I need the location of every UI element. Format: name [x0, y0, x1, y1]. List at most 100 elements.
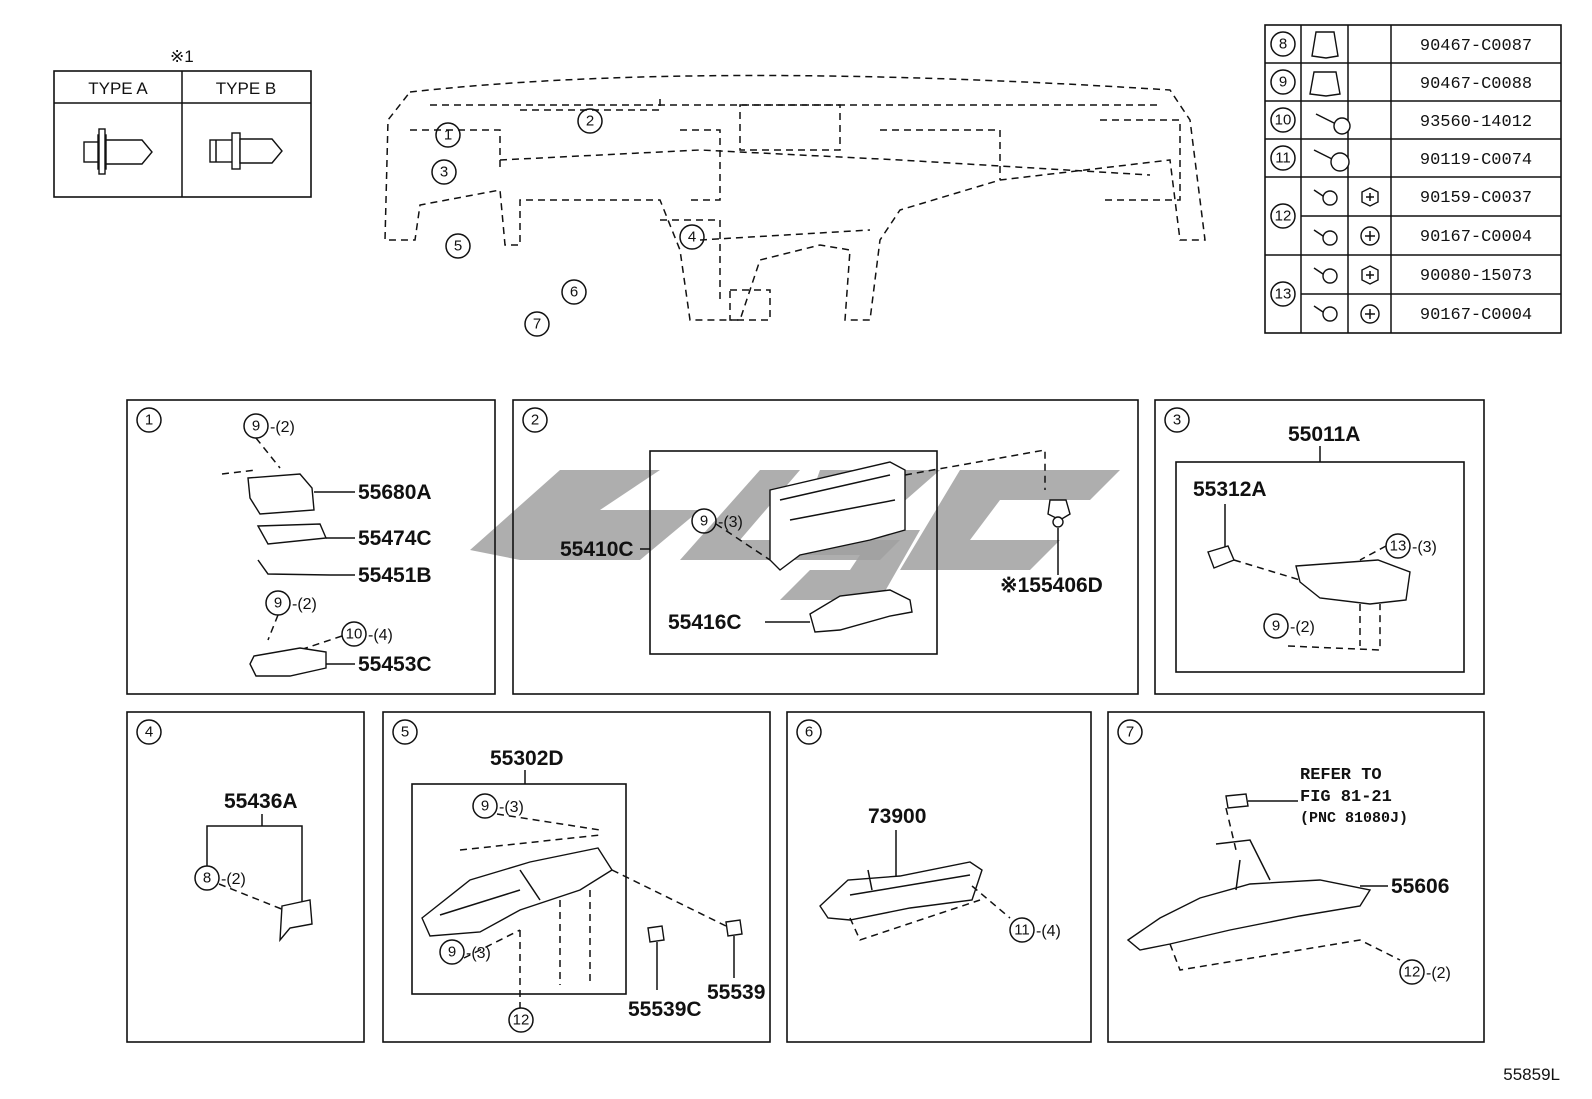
switch-icon [1207, 545, 1235, 569]
svg-text:-(2): -(2) [221, 871, 246, 888]
bolt-icon [1313, 267, 1338, 284]
hex-head-icon [1361, 265, 1379, 285]
svg-text:9: 9 [1279, 74, 1287, 91]
svg-text:55451B: 55451B [358, 564, 432, 587]
svg-text:-(4): -(4) [368, 627, 393, 644]
fastener-table: 8 90467-C0087 9 90467-C0088 10 93560-140… [1264, 24, 1562, 334]
overview-callout-5: 5 [445, 233, 471, 259]
bracket [249, 647, 327, 677]
bolt-icon [1313, 189, 1338, 206]
svg-text:11: 11 [1014, 922, 1030, 939]
screw-icon [1315, 113, 1351, 135]
svg-text:73900: 73900 [868, 805, 926, 828]
console-box-icon [421, 847, 613, 937]
svg-text:9: 9 [274, 595, 282, 612]
overview-callout-3: 3 [431, 159, 457, 185]
svg-text:55302D: 55302D [490, 747, 564, 770]
overview-callout-6: 6 [561, 279, 587, 305]
overview-callout-2: 2 [577, 108, 603, 134]
clip-icon [1047, 499, 1071, 528]
svg-text:55312A: 55312A [1193, 478, 1267, 501]
svg-text:55539: 55539 [707, 981, 765, 1004]
svg-text:55436A: 55436A [224, 790, 298, 813]
register-wire [257, 559, 331, 576]
svg-text:2: 2 [531, 412, 539, 429]
svg-text:-(2): -(2) [292, 596, 317, 613]
svg-text:55011A: 55011A [1288, 423, 1360, 446]
svg-text:(PNC 81080J): (PNC 81080J) [1300, 810, 1408, 827]
svg-text:13: 13 [1390, 538, 1407, 555]
svg-text:8: 8 [1279, 36, 1287, 53]
svg-text:-(2): -(2) [1290, 619, 1315, 636]
bolt-icon [1313, 149, 1350, 172]
detail-panel-4: 4 55436A 8 -(2) [126, 711, 365, 1043]
screw-icon [1313, 305, 1338, 322]
fastener-row-9: 9 90467-C0088 [1270, 69, 1532, 97]
note-marker: ※1 [170, 47, 194, 66]
svg-text:90467-C0088: 90467-C0088 [1420, 75, 1532, 94]
overview-callout-4: 4 [679, 224, 705, 250]
detail-panel-2: 2 55410C 9 -(3) 55416C ※155406D ※1 [512, 399, 1139, 695]
svg-text:4: 4 [688, 229, 696, 246]
svg-text:55416C: 55416C [668, 611, 742, 634]
svg-text:90167-C0004: 90167-C0004 [1420, 306, 1532, 325]
svg-text:5: 5 [401, 724, 409, 741]
svg-text:-(3): -(3) [466, 945, 491, 962]
fastener-row-11: 11 90119-C0074 [1270, 145, 1532, 172]
fastener-row-13: 13 90080-15073 90167-C0004 [1270, 265, 1532, 325]
overview-callout-7: 7 [524, 311, 550, 337]
svg-text:7: 7 [533, 316, 541, 333]
svg-text:90467-C0087: 90467-C0087 [1420, 37, 1532, 56]
dash-lower-reinforcement-icon [1126, 879, 1372, 951]
svg-text:55410C: 55410C [560, 538, 634, 561]
register-bezel [256, 523, 328, 545]
bracket-icon [279, 899, 313, 943]
svg-text:9: 9 [700, 513, 708, 530]
svg-text:55474C: 55474C [358, 527, 432, 550]
side-register [247, 473, 315, 515]
type-a-label: TYPE A [88, 79, 148, 98]
svg-text:REFER TO: REFER TO [1300, 766, 1382, 785]
svg-text:55539C: 55539C [628, 998, 702, 1021]
svg-text:-(4): -(4) [1036, 923, 1061, 940]
svg-text:6: 6 [570, 284, 578, 301]
svg-text:2: 2 [586, 113, 594, 130]
svg-text:12: 12 [1404, 964, 1421, 981]
svg-text:9: 9 [448, 944, 456, 961]
svg-text:-(3): -(3) [718, 514, 743, 531]
clip-icon [1311, 31, 1339, 59]
svg-text:12: 12 [513, 1012, 530, 1029]
svg-text:1: 1 [145, 412, 153, 429]
glove-box-reinforcement-icon [819, 861, 983, 921]
svg-text:3: 3 [440, 164, 448, 181]
svg-text:93560-14012: 93560-14012 [1420, 113, 1532, 132]
svg-text:3: 3 [1173, 412, 1181, 429]
svg-text:10: 10 [1275, 112, 1292, 129]
svg-text:FIG 81-21: FIG 81-21 [1300, 788, 1392, 807]
fastener-row-10: 10 93560-14012 [1270, 107, 1532, 135]
clip-type-a-icon [83, 128, 153, 175]
svg-text:-(3): -(3) [499, 799, 524, 816]
svg-text:10: 10 [346, 626, 363, 643]
svg-text:12: 12 [1275, 208, 1292, 225]
detail-panel-6: 6 73900 11 -(4) [786, 711, 1092, 1043]
detail-panel-5: 5 55302D 9 -(3) 9 -(3) 12 55539C 55539 [382, 711, 771, 1043]
dashboard-overview [384, 74, 1206, 321]
svg-text:-(2): -(2) [1426, 965, 1451, 982]
lower-panel-bracket [1295, 559, 1411, 605]
phillips-head-icon [1360, 226, 1380, 246]
clip-icon [1309, 71, 1341, 97]
type-b-label: TYPE B [216, 79, 276, 98]
svg-text:90119-C0074: 90119-C0074 [1420, 151, 1532, 170]
switch-icon [647, 925, 665, 943]
fastener-row-12: 12 90159-C0037 90167-C0004 [1270, 187, 1532, 247]
svg-text:9: 9 [252, 418, 260, 435]
svg-text:90167-C0004: 90167-C0004 [1420, 228, 1532, 247]
svg-text:7: 7 [1126, 724, 1134, 741]
svg-text:※155406D: ※155406D [1000, 574, 1103, 597]
svg-text:5: 5 [454, 238, 462, 255]
svg-text:1: 1 [444, 127, 452, 144]
svg-text:55453C: 55453C [358, 653, 432, 676]
screw-icon [1313, 229, 1338, 246]
